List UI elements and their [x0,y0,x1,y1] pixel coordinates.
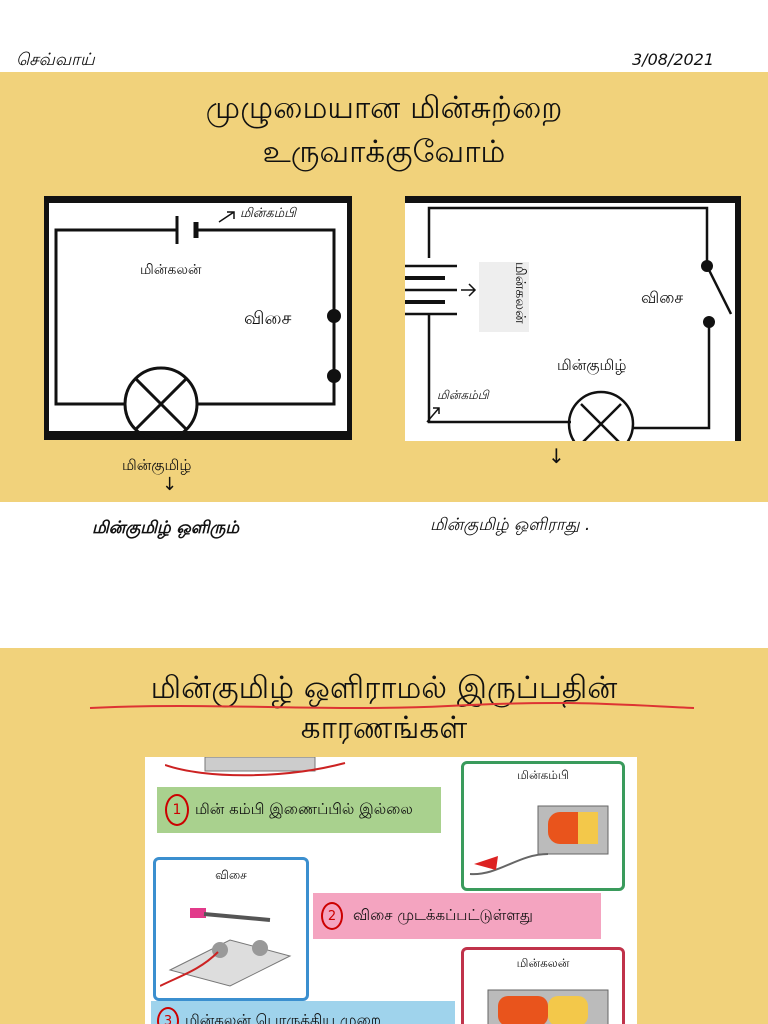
reason-number-3: 3 [157,1007,179,1024]
reason-number-2: 2 [321,902,343,930]
reason-text-1: மின் கம்பி இணைப்பில் இல்லை [195,800,413,818]
right-switch-label: விசை [641,288,684,307]
section-2-title-line2: காரணங்கள் [300,710,468,746]
battery-holder-image [469,805,609,876]
right-battery-label-line1: மின்கல [512,262,528,310]
right-circuit-diagram: மின்கலன் விசை மின்குமிழ் மின்கம்பி [405,196,741,441]
left-switch-label: விசை [244,308,292,329]
right-bulb-label: மின்குமிழ் [557,356,627,374]
switch-image [160,908,292,987]
reason-text-2: விசை முடக்கப்பட்டுள்ளது [353,906,533,924]
reason-row-3: 3 மின்கலன் பொருத்திய முறை [151,1001,455,1024]
section-2-title: மின்குமிழ் ஒளிராமல் இருப்பதின் காரணங்கள் [0,668,768,748]
battery-card: மின்கலன் [461,947,625,1024]
section-2-title-line1: மின்குமிழ் ஒளிராமல் இருப்பதின் [150,670,618,706]
left-bulb-label: மின்குமிழ் [122,456,192,474]
battery-card-label: மின்கலன் [516,956,570,970]
battery-image [487,989,609,1024]
left-result-text: மின்குமிழ் ஒளிரும் [92,518,240,538]
section-1-title: முழுமையான மின்சுற்றை உருவாக்குவோம் [0,86,768,174]
right-wire-label: மின்கம்பி [437,388,489,402]
red-underline [89,701,695,709]
wire-card: மின்கம்பி [461,761,625,891]
right-down-arrow: ↓ [548,444,565,468]
right-battery-label-line2: ன் [512,309,528,324]
switch-card: விசை [153,857,309,1001]
left-wire-label: மின்கம்பி [240,206,297,221]
wire-card-label: மின்கம்பி [517,768,569,782]
section-1-title-line2: உருவாக்குவோம் [262,134,506,170]
reason-text-3: மின்கலன் பொருத்திய முறை [185,1011,381,1024]
date-label: 3/08/2021 [632,50,715,69]
reason-row-1: 1 மின் கம்பி இணைப்பில் இல்லை [157,787,441,833]
switch-card-label: விசை [215,868,247,882]
right-battery-label: மின்கலன் [479,262,529,332]
right-circuit-drawing [405,206,733,441]
section-1-title-line1: முழுமையான மின்சுற்றை [205,90,563,126]
left-battery-label: மின்கலன் [140,262,202,278]
reason-number-1: 1 [165,794,189,826]
top-apparatus-image [165,757,346,777]
left-circuit-diagram: மின்கம்பி மின்கலன் விசை [44,196,352,440]
day-label: செவ்வாய் [16,50,95,70]
reasons-panel: 1 மின் கம்பி இணைப்பில் இல்லை மின்கம்பி வ… [145,757,637,1024]
left-down-arrow: ↓ [162,474,178,495]
reason-row-2: 2 விசை முடக்கப்பட்டுள்ளது [313,893,601,939]
right-result-text: மின்குமிழ் ஒளிராது . [430,515,591,535]
left-circuit-drawing [54,211,341,440]
